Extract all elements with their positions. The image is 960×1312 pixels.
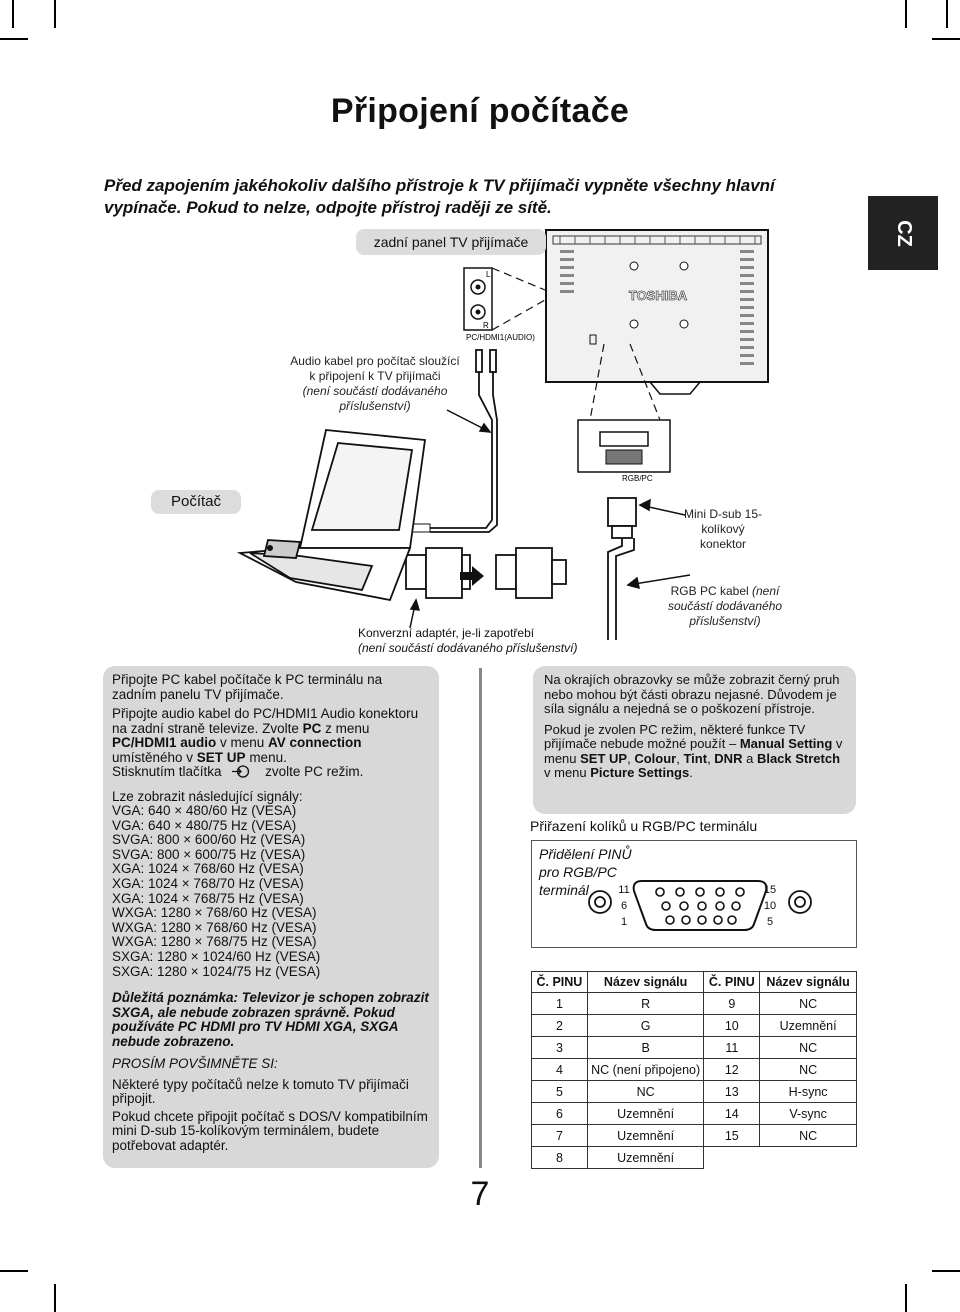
signal-item: XGA: 1024 × 768/75 Hz (VESA) — [112, 890, 304, 906]
crop-mark — [946, 0, 948, 28]
crop-mark — [932, 38, 960, 40]
signals-heading: Lze zobrazit následující signály: — [112, 788, 303, 804]
brand-logo: TOSHIBA — [629, 288, 688, 303]
column-divider — [479, 668, 482, 1168]
signal-item: WXGA: 1280 × 768/75 Hz (VESA) — [112, 934, 317, 950]
mini-dsub-label: Mini D-sub 15-kolíkový konektor — [683, 507, 763, 551]
left-panel-content: Připojte PC kabel počítače k PC terminál… — [112, 672, 430, 1153]
dsub-connector-drawing — [588, 880, 812, 931]
select-mode-paragraph: Stisknutím tlačítka zvolte PC režim. — [112, 764, 364, 779]
signal-item: XGA: 1024 × 768/70 Hz (VESA) — [112, 876, 304, 892]
audio-cable — [430, 349, 498, 533]
notice-paragraph: Některé typy počítačů nelze k tomuto TV … — [112, 1076, 409, 1107]
audio-port-box — [463, 267, 493, 331]
connect-pc-paragraph: Připojte PC kabel počítače k PC terminál… — [112, 672, 383, 702]
pc-mode-note-paragraph: Pokud je zvolen PC režim, některé funkce… — [544, 721, 843, 780]
rgb-cable-label: RGB PC kabel (není součástí dodávaného p… — [667, 584, 783, 628]
table-header: Č. PINU — [703, 971, 761, 993]
conversion-adapter — [405, 547, 567, 599]
audio-port-caption: PC/HDMI1(AUDIO) — [466, 333, 535, 342]
table-header: Č. PINU — [531, 971, 588, 993]
adapter-label: Konverzní adaptér, je-li zapotřebí(není … — [358, 626, 578, 655]
right-panel-content: Na okrajích obrazovky se může zobrazit č… — [544, 672, 850, 781]
crop-mark — [905, 1284, 907, 1312]
rgb-port-box — [577, 419, 671, 473]
signal-item: SXGA: 1280 × 1024/75 Hz (VESA) — [112, 963, 321, 979]
page-number: 7 — [470, 1175, 490, 1213]
notice-paragraph: Pokud chcete připojit počítač s DOS/V ko… — [112, 1108, 428, 1153]
signal-item: SXGA: 1280 × 1024/60 Hz (VESA) — [112, 949, 321, 965]
pin-assignment-heading: Přiřazení kolíků u RGB/PC terminálu — [530, 818, 758, 834]
table-header: Název signálu — [586, 971, 705, 993]
notice-heading: PROSÍM POVŠIMNĚTE SI: — [112, 1056, 278, 1072]
signal-item: SVGA: 800 × 600/75 Hz (VESA) — [112, 846, 306, 862]
pc-label: Počítač — [151, 490, 241, 514]
connection-diagram: TOSHIBA L R PC/HDMI1(AUDIO) RGB/PC — [236, 229, 769, 640]
page-title: Připojení počítače — [330, 92, 630, 130]
table-header: Název signálu — [759, 971, 857, 993]
right-info-panel — [533, 666, 856, 814]
crop-mark — [54, 0, 56, 28]
signal-item: VGA: 640 × 480/75 Hz (VESA) — [112, 817, 297, 833]
crop-mark — [12, 0, 14, 28]
input-select-icon — [232, 765, 250, 778]
crop-mark — [905, 0, 907, 28]
signal-item: SVGA: 800 × 600/60 Hz (VESA) — [112, 832, 306, 848]
signal-item: WXGA: 1280 × 768/60 Hz (VESA) — [112, 905, 317, 921]
safety-warning: Před zapojením jakéhokoliv dalšího příst… — [104, 176, 775, 217]
arrow-icon — [460, 566, 484, 586]
left-info-panel — [103, 666, 439, 1168]
audio-cable-label: Audio kabel pro počítač sloužící k připo… — [290, 354, 460, 413]
crop-mark — [932, 1270, 960, 1272]
tv-rear-panel — [545, 229, 769, 395]
important-note: Důležitá poznámka: Televizor je schopen … — [112, 990, 429, 1049]
signal-item: VGA: 640 × 480/60 Hz (VESA) — [112, 803, 297, 819]
laptop-icon — [236, 429, 427, 602]
signal-item: WXGA: 1280 × 768/60 Hz (VESA) — [112, 919, 317, 935]
pin-box-label: Přidělení PINŮ pro RGB/PC terminál — [539, 846, 632, 898]
rear-panel-label: zadní panel TV přijímače — [356, 229, 546, 255]
edge-note-paragraph: Na okrajích obrazovky se může zobrazit č… — [544, 672, 840, 716]
rgb-cable — [607, 497, 637, 640]
audio-port-r-label: R — [483, 321, 489, 330]
crop-mark — [54, 1284, 56, 1312]
language-tab: CZ — [868, 196, 938, 270]
audio-port-l-label: L — [486, 270, 491, 279]
signal-item: XGA: 1024 × 768/60 Hz (VESA) — [112, 861, 304, 877]
crop-mark — [0, 1270, 28, 1272]
connect-audio-paragraph: Připojte audio kabel do PC/HDMI1 Audio k… — [112, 706, 419, 765]
crop-mark — [0, 38, 28, 40]
rgb-port-caption: RGB/PC — [622, 474, 653, 483]
